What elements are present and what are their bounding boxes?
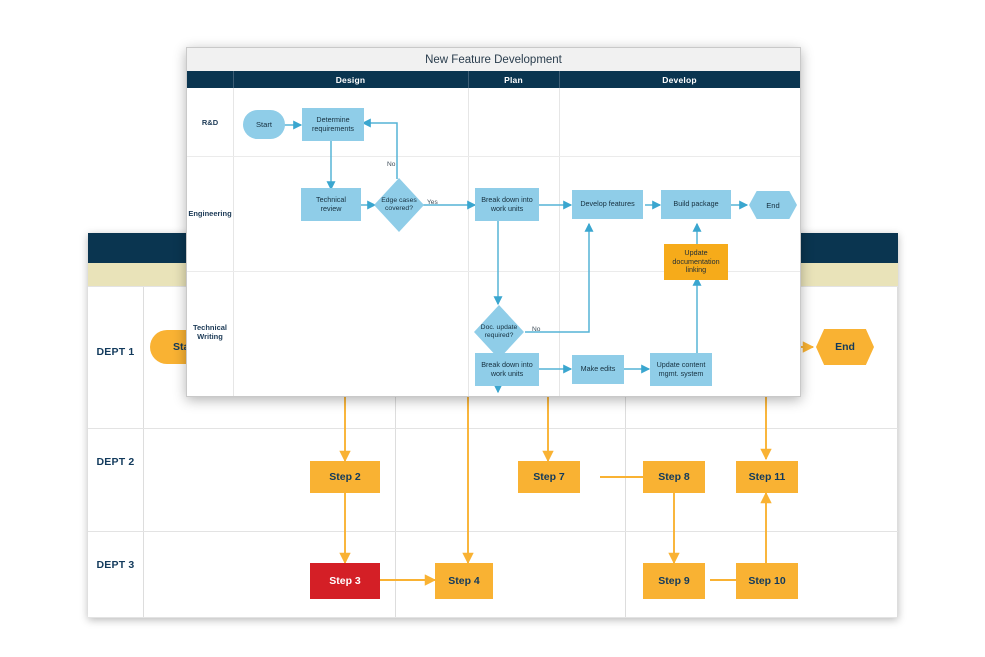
- bdwu1-line1: Break down into: [481, 194, 533, 204]
- updoc-line3: linking: [685, 265, 707, 275]
- bdwu2-line1: Break down into: [481, 359, 533, 369]
- front-header-sep-1: [233, 71, 234, 88]
- front-col-divider-2: [468, 88, 469, 396]
- front-node-update-documentation-linking[interactable]: Update documentation linking: [664, 244, 728, 280]
- new-feature-development-panel[interactable]: New Feature Development Design Plan Deve…: [186, 47, 801, 397]
- front-header-plan: Plan: [504, 74, 523, 85]
- back-lane-label-dept1: DEPT 1: [96, 346, 135, 358]
- front-lane-label-tw-line2: Writing: [197, 332, 223, 342]
- front-header-sep-3: [559, 71, 560, 88]
- front-col-divider-3: [559, 88, 560, 396]
- back-node-end[interactable]: End: [816, 329, 874, 365]
- back-node-step11[interactable]: Step 11: [736, 461, 798, 493]
- front-node-make-edits[interactable]: Make edits: [572, 355, 624, 384]
- front-node-technical-review[interactable]: Technical review: [301, 188, 361, 221]
- determine-requirements-line2: requirements: [312, 123, 354, 133]
- back-node-step8[interactable]: Step 8: [643, 461, 705, 493]
- back-node-step4[interactable]: Step 4: [435, 563, 493, 599]
- front-header-develop: Develop: [662, 74, 697, 85]
- front-node-build-package[interactable]: Build package: [661, 190, 731, 219]
- upcms-line2: mgmt. system: [658, 368, 704, 378]
- front-node-doc-update-required[interactable]: Doc. update required?: [474, 305, 524, 359]
- front-node-update-content-mgmt-system[interactable]: Update content mgmt. system: [650, 353, 712, 386]
- front-header-bar: [187, 71, 800, 88]
- back-node-step9[interactable]: Step 9: [643, 563, 705, 599]
- front-edge-label-edge-yes: Yes: [427, 199, 438, 206]
- front-lane-label-tw-line1: Technical: [192, 323, 228, 332]
- back-node-step10[interactable]: Step 10: [736, 563, 798, 599]
- docreq-line1: Doc. update: [480, 323, 518, 331]
- back-node-step3[interactable]: Step 3: [310, 563, 380, 599]
- determine-requirements-line1: Determine: [316, 114, 350, 124]
- back-node-step2[interactable]: Step 2: [310, 461, 380, 493]
- back-col-divider-3: [625, 286, 626, 618]
- front-node-edge-cases-covered[interactable]: Edge cases covered?: [374, 178, 424, 232]
- bdwu2-line2: work units: [490, 368, 524, 378]
- front-panel-title: New Feature Development: [187, 48, 800, 72]
- front-edge-label-edge-no: No: [387, 161, 396, 168]
- back-col-divider-4: [897, 286, 898, 618]
- front-connectors: [283, 118, 749, 394]
- technical-review-line2: review: [320, 203, 342, 213]
- docreq-line2: required?: [484, 332, 514, 339]
- updoc-line2: documentation: [672, 256, 720, 266]
- back-lane-divider-2: [88, 531, 898, 532]
- front-col-divider-1: [233, 88, 234, 396]
- front-lane-label-rnd: R&D: [201, 118, 219, 127]
- edge-cases-line2: covered?: [385, 205, 413, 212]
- back-col-divider-2: [395, 286, 396, 618]
- front-header-design: Design: [335, 74, 366, 85]
- front-node-determine-requirements[interactable]: Determine requirements: [302, 108, 364, 141]
- front-lane-divider-2: [187, 271, 800, 272]
- front-node-develop-features[interactable]: Develop features: [572, 190, 643, 219]
- front-lane-label-engineering: Engineering: [188, 209, 232, 218]
- updoc-line1: Update: [684, 248, 708, 258]
- back-lane-divider-bottom: [88, 617, 898, 618]
- back-col-divider-1: [143, 286, 144, 618]
- front-node-break-down-work-units-eng[interactable]: Break down into work units: [475, 188, 539, 221]
- front-node-start[interactable]: Start: [243, 110, 285, 139]
- technical-review-line1: Technical: [316, 194, 346, 204]
- upcms-line1: Update content: [656, 359, 706, 369]
- back-lane-label-dept2: DEPT 2: [96, 456, 135, 468]
- front-node-break-down-work-units-tw[interactable]: Break down into work units: [475, 353, 539, 386]
- front-lane-label-technical-writing: Technical Writing: [187, 323, 233, 342]
- bdwu1-line2: work units: [490, 203, 524, 213]
- back-lane-divider-1: [88, 428, 898, 429]
- front-node-end[interactable]: End: [749, 191, 797, 219]
- front-lane-divider-1: [187, 156, 800, 157]
- front-edge-label-docreq-no: No: [532, 326, 541, 333]
- front-header-sep-2: [468, 71, 469, 88]
- back-node-step7[interactable]: Step 7: [518, 461, 580, 493]
- back-lane-label-dept3: DEPT 3: [96, 559, 135, 571]
- edge-cases-line1: Edge cases: [381, 196, 417, 204]
